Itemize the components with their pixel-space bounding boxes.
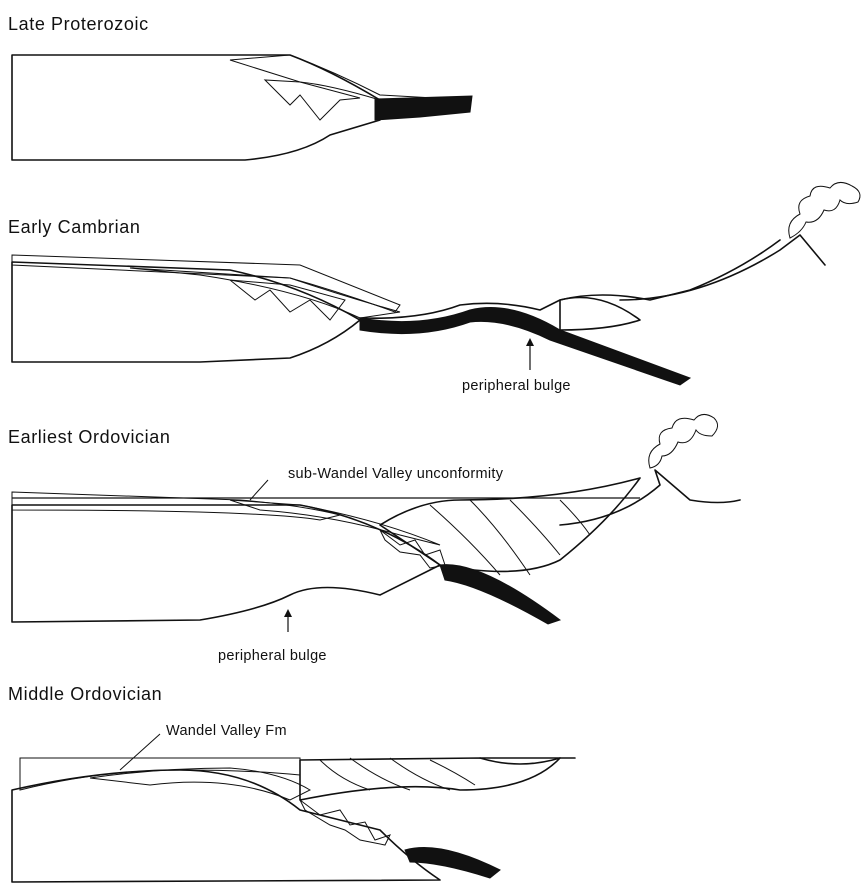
wedge-thrusts xyxy=(320,758,475,790)
panel-title-earliest-ordovician: Earliest Ordovician xyxy=(8,427,170,447)
foreland-basin-fill xyxy=(360,240,780,318)
annotation-peripheral-bulge: peripheral bulge xyxy=(218,648,327,664)
continental-basement xyxy=(12,262,360,362)
volcanic-plume xyxy=(789,182,860,238)
subducting-oceanic-slab xyxy=(360,308,690,386)
rift-fault-blocks xyxy=(265,80,360,120)
annotation-sub-wandel-valley-unconformity: sub-Wandel Valley unconformity xyxy=(288,466,504,482)
continental-basement xyxy=(12,770,440,882)
shelf-sediment-wedge xyxy=(230,500,440,545)
subducting-oceanic-slab xyxy=(405,848,500,879)
panel-earliest-ordovician: Earliest Ordovician sub-Wandel Valley un… xyxy=(8,414,740,664)
panel-middle-ordovician: Middle Ordovician Wandel Valley Fm xyxy=(8,684,575,882)
panel-title-early-cambrian: Early Cambrian xyxy=(8,217,140,237)
annotation-peripheral-bulge: peripheral bulge xyxy=(462,378,571,394)
unconformity-leader xyxy=(250,480,268,500)
accretionary-wedge xyxy=(380,478,640,571)
wedge-thrusts xyxy=(430,500,590,575)
shelf-sediment-wedge xyxy=(230,55,470,100)
panel-title-middle-ordovician: Middle Ordovician xyxy=(8,684,162,704)
stepped-fault-blocks xyxy=(300,800,390,845)
arrow-head xyxy=(284,609,292,617)
panel-title-late-proterozoic: Late Proterozoic xyxy=(8,14,149,34)
subducting-oceanic-slab xyxy=(440,565,560,624)
arrow-head xyxy=(526,338,534,346)
volcanic-plume xyxy=(649,414,718,468)
continental-basement xyxy=(12,55,380,160)
panel-late-proterozoic: Late Proterozoic xyxy=(8,14,472,160)
accretionary-wedge xyxy=(300,758,560,800)
arc-flank xyxy=(620,235,825,300)
carbonate-platform xyxy=(12,492,340,520)
accretionary-wedge xyxy=(560,298,640,331)
panel-early-cambrian: Early Cambrian peripheral bulge xyxy=(8,182,860,394)
annotation-wandel-valley-fm: Wandel Valley Fm xyxy=(166,723,287,739)
oceanic-crust xyxy=(375,96,472,120)
formation-leader xyxy=(120,734,160,770)
